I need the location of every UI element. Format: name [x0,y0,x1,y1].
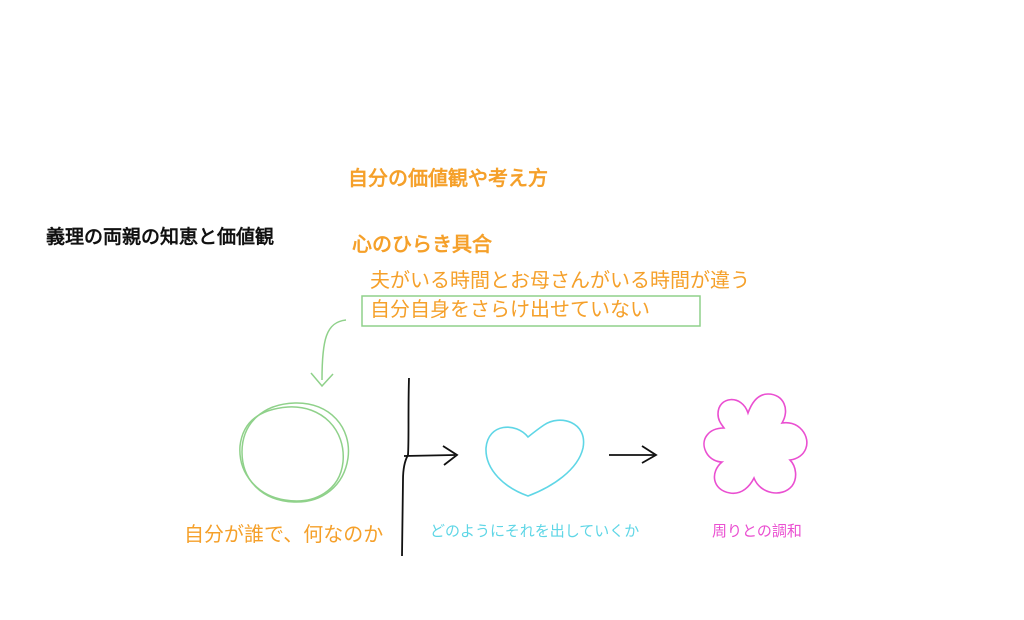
self-circle-inner-stroke [239,406,344,502]
divider-line-lower [401,454,409,557]
how-to-express-label: どのようにそれを出していくか [430,522,640,540]
green-arrow-shaft [321,319,347,381]
divider-line-upper [407,377,410,456]
time-difference-note: 夫がいる時間とお母さんがいる時間が違う [370,268,750,292]
heart-shape [485,419,585,497]
arrow-1-shaft [403,454,456,457]
not-showing-self-note: 自分自身をさらけ出せていない [370,297,650,321]
flower-shape [703,393,808,495]
harmony-label: 周りとの調和 [712,522,802,540]
own-values-label: 自分の価値観や考え方 [348,166,548,190]
heart-openness-label: 心のひらき具合 [352,232,492,256]
who-am-i-label: 自分が誰で、何なのか [184,522,384,546]
self-circle [241,402,350,503]
arrow-1-head [442,445,459,466]
parents-wisdom-label: 義理の両親の知恵と価値観 [46,226,275,248]
arrow-2-head [641,445,658,464]
highlight-box [361,295,701,327]
green-arrow-head [310,372,334,388]
